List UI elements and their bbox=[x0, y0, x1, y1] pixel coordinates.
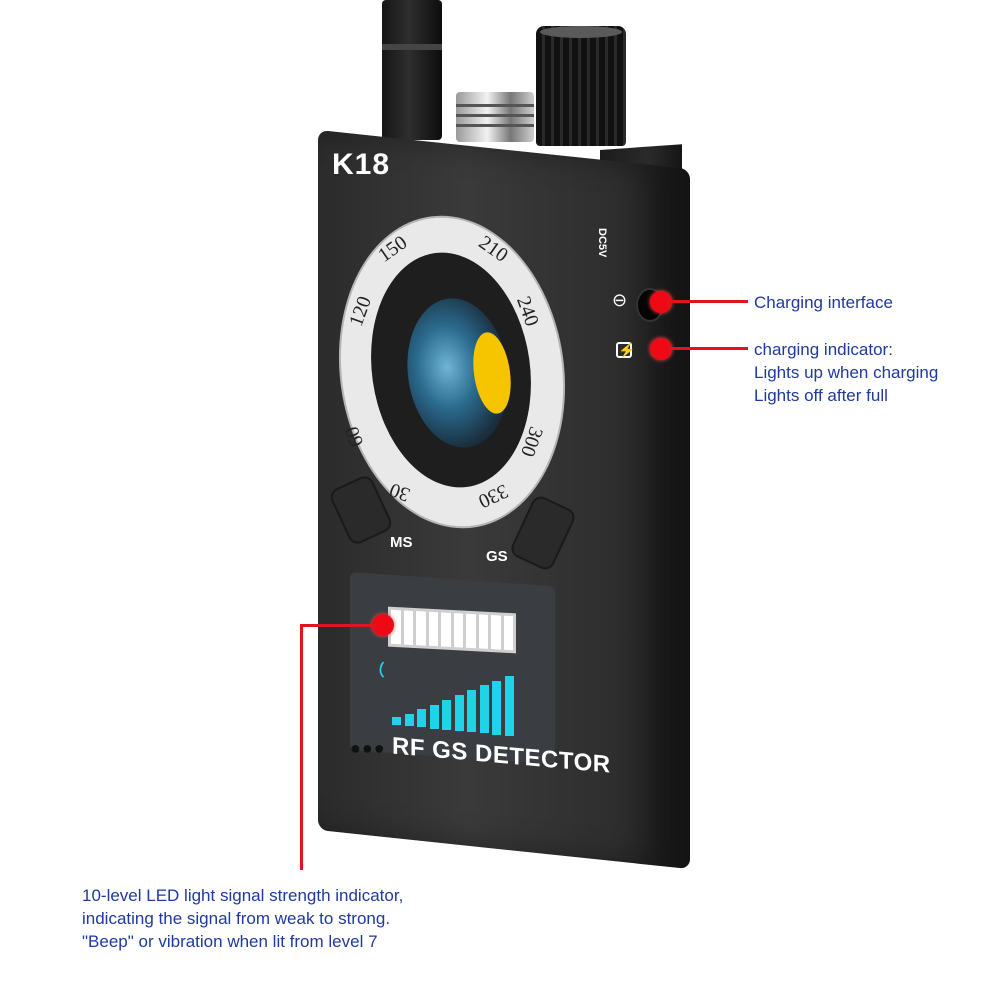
callout-line-1: 10-level LED light signal strength indic… bbox=[82, 886, 404, 905]
callout-line-3: Lights off after full bbox=[754, 386, 888, 405]
dc-power-icon: ⊖ bbox=[612, 290, 628, 310]
signal-bar bbox=[429, 704, 439, 729]
antenna bbox=[382, 0, 442, 140]
led-segment bbox=[478, 614, 488, 649]
charging-port-marker bbox=[650, 291, 672, 313]
led-strength-strip bbox=[388, 606, 516, 654]
dc5v-label: DC5V bbox=[596, 228, 608, 258]
signal-bar bbox=[467, 690, 476, 733]
knob-top bbox=[540, 26, 622, 38]
speaker-holes-icon: ●●● bbox=[350, 738, 386, 758]
callout-line bbox=[668, 347, 748, 350]
led-segment bbox=[491, 615, 501, 650]
model-label: K18 bbox=[332, 148, 391, 181]
callout-line bbox=[300, 624, 303, 870]
signal-bar bbox=[404, 714, 414, 727]
callout-line-2: indicating the signal from weak to stron… bbox=[82, 909, 391, 928]
led-segment bbox=[503, 615, 513, 651]
led-segment bbox=[428, 611, 438, 647]
signal-bar bbox=[392, 717, 401, 725]
led-segment bbox=[416, 611, 426, 646]
gs-label: GS bbox=[486, 548, 508, 565]
signal-bar bbox=[504, 675, 514, 736]
signal-bar bbox=[492, 680, 501, 735]
charging-interface-callout: Charging interface bbox=[754, 293, 893, 312]
antenna-ring bbox=[382, 44, 442, 50]
signal-bar bbox=[442, 699, 451, 730]
led-segment bbox=[441, 612, 451, 647]
antenna-connector bbox=[456, 92, 534, 142]
callout-line bbox=[668, 300, 748, 303]
callout-line-2: Lights up when charging bbox=[754, 363, 939, 382]
led-segment bbox=[466, 613, 476, 649]
callout-line-3: "Beep" or vibration when lit from level … bbox=[82, 932, 378, 951]
callout-line bbox=[300, 624, 376, 627]
ms-label: MS bbox=[390, 534, 413, 551]
signal-bar bbox=[454, 695, 464, 731]
callout-line-1: charging indicator: bbox=[754, 340, 893, 359]
signal-bar bbox=[479, 685, 489, 734]
signal-bar-graph bbox=[392, 665, 517, 736]
led-strip-marker bbox=[372, 614, 394, 636]
charging-led-marker bbox=[650, 338, 672, 360]
led-segment bbox=[453, 613, 463, 648]
battery-icon: ⚡ bbox=[616, 342, 636, 358]
sensitivity-knob[interactable] bbox=[536, 26, 626, 146]
led-segment bbox=[403, 610, 413, 645]
charging-indicator-callout: charging indicator: Lights up when charg… bbox=[754, 338, 938, 407]
led-indicator-callout: 10-level LED light signal strength indic… bbox=[82, 884, 403, 953]
signal-bar bbox=[417, 709, 426, 728]
